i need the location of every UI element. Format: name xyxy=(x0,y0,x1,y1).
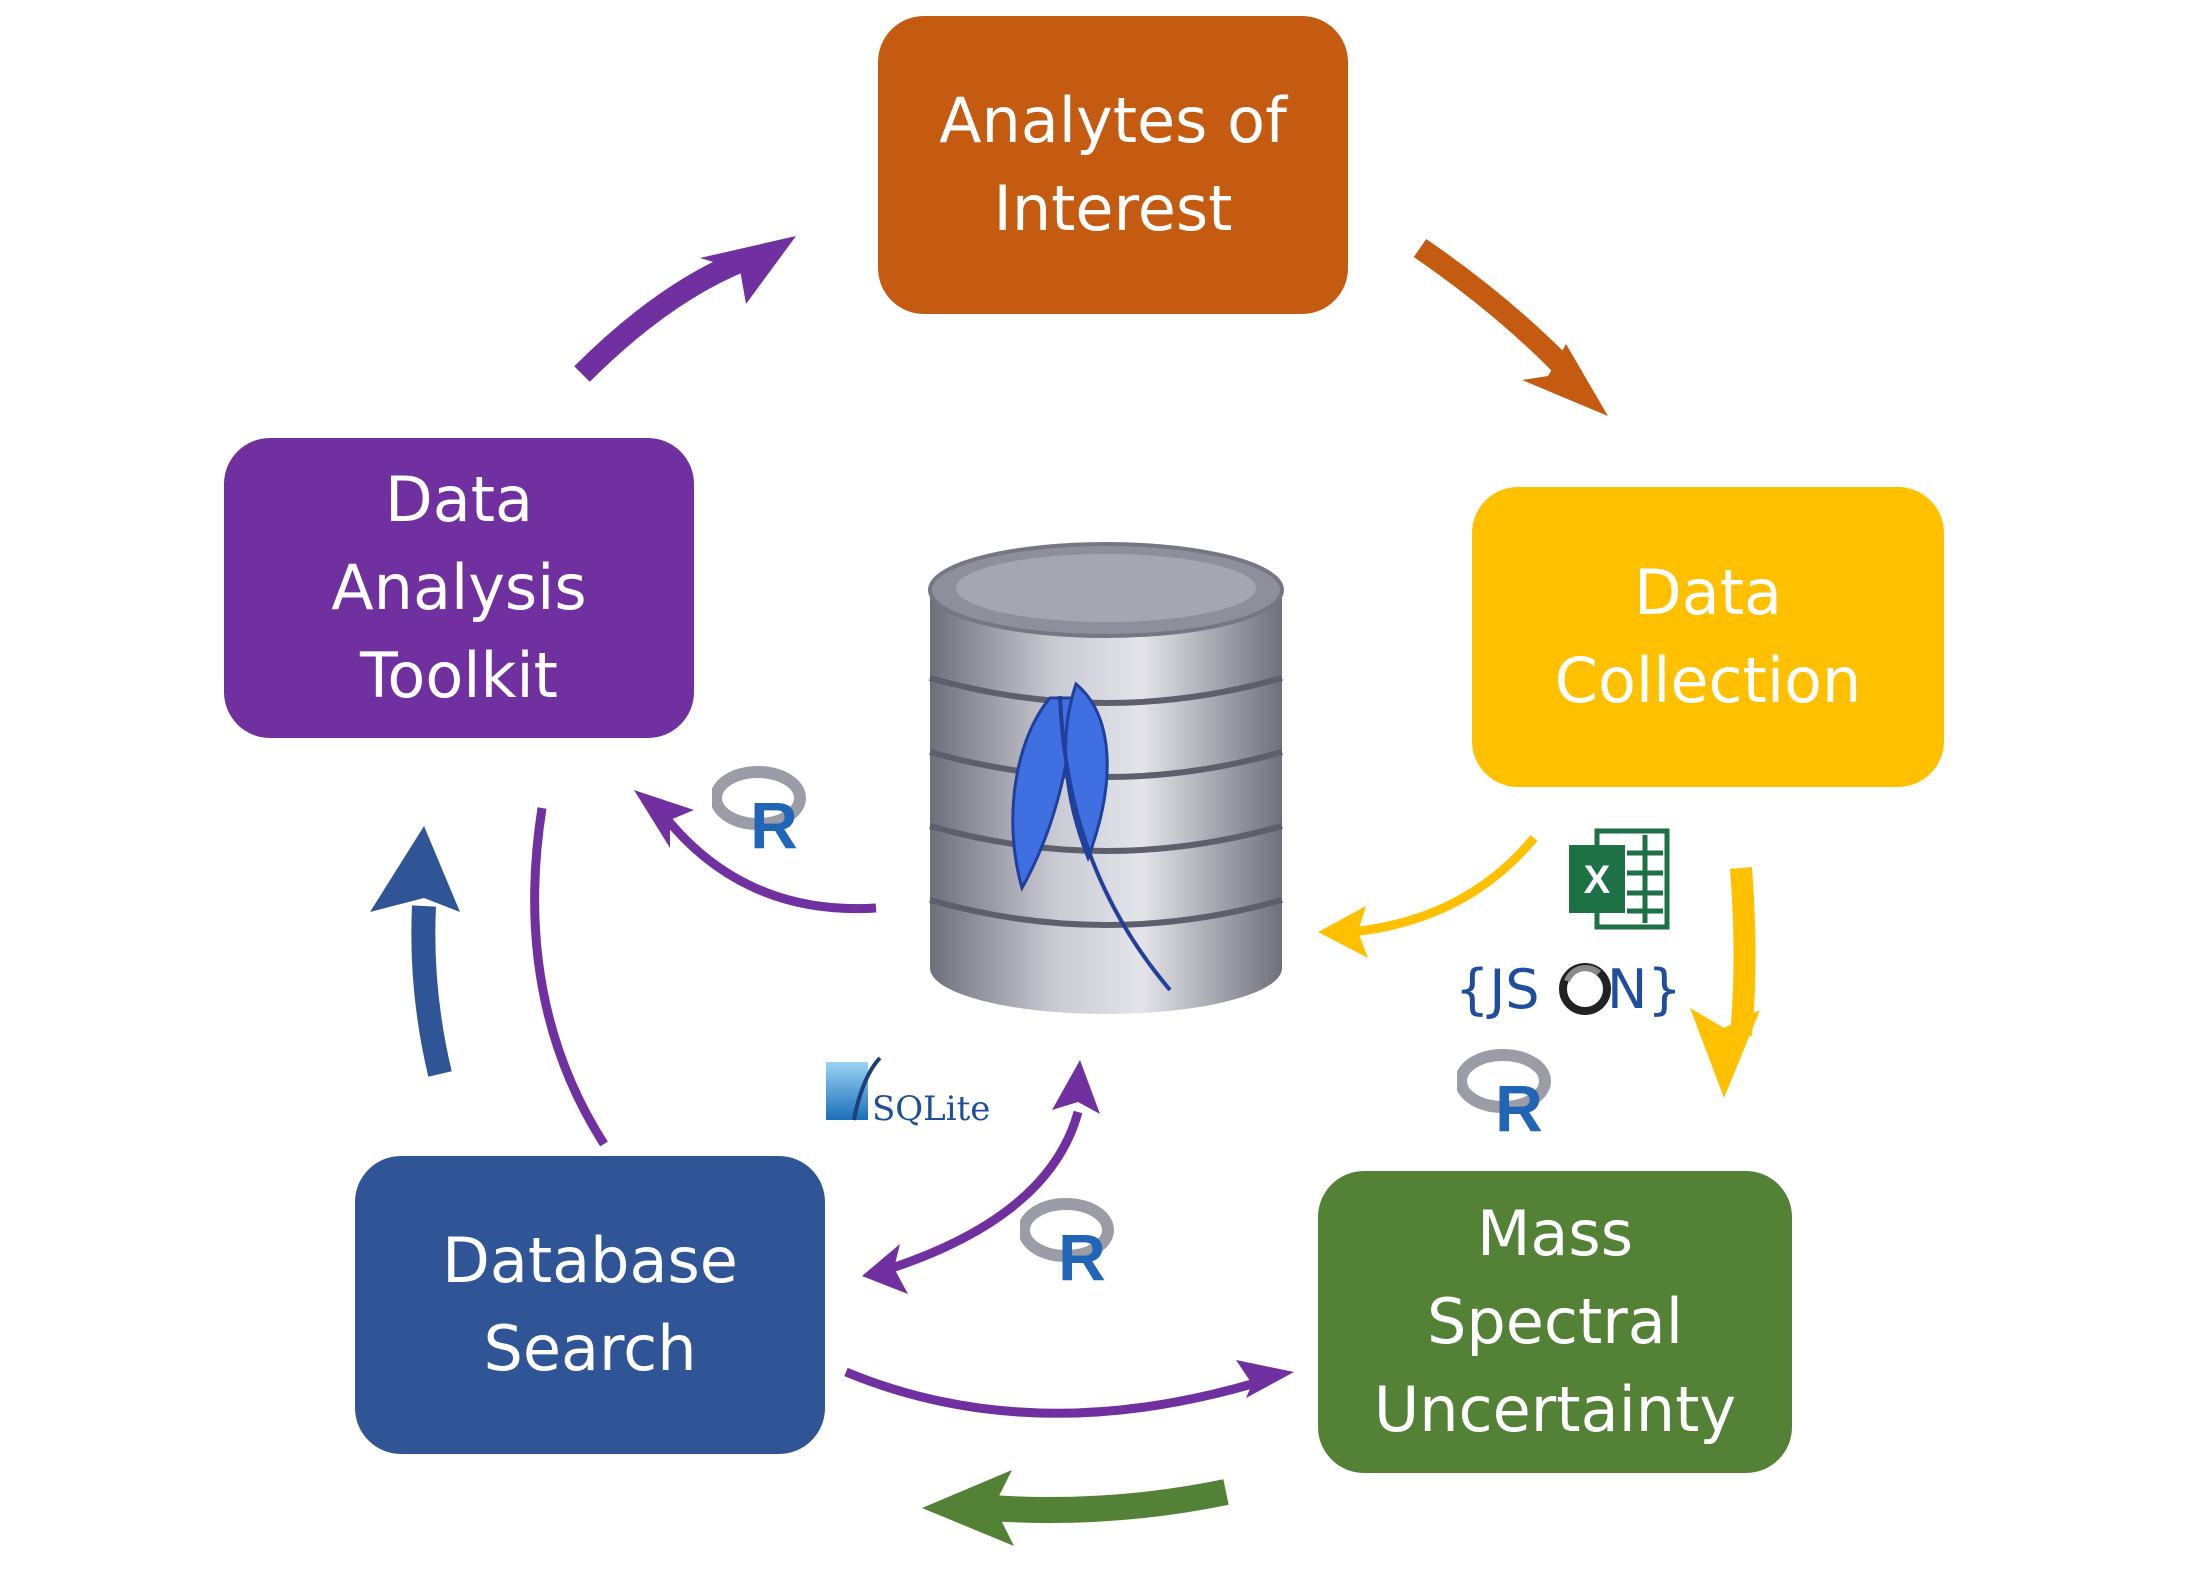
arrow-collection-to-mass-head xyxy=(1690,1008,1760,1098)
sqlite-icon: SQLite xyxy=(826,1056,990,1128)
node-mass-label: Mass Spectral Uncertainty xyxy=(1373,1197,1737,1446)
sqlite-feather-icon xyxy=(1011,681,1172,992)
arrow-analytes-to-collection-head xyxy=(1522,344,1608,416)
arrow-toolkit-to-analytes-head xyxy=(700,236,796,304)
arc-search-to-toolkit xyxy=(530,807,608,1147)
arrow-search-database-head-up xyxy=(1052,1060,1100,1114)
r-logo-letter: R xyxy=(1058,1220,1106,1286)
arrow-analytes-to-collection xyxy=(1413,238,1583,386)
node-toolkit-label: Data Analysis Toolkit xyxy=(331,463,587,712)
json-icon: {JS N} xyxy=(1455,958,1677,1021)
excel-icon: X xyxy=(1569,828,1670,930)
excel-icon-letter: X xyxy=(1584,858,1611,902)
sqlite-icon-text: SQLite xyxy=(872,1089,990,1128)
r-logo-letter: R xyxy=(1495,1071,1543,1137)
node-collection-label: Data Collection xyxy=(1554,556,1862,717)
arrow-collection-to-database-head xyxy=(1318,906,1368,958)
arrow-search-database xyxy=(890,1110,1083,1273)
arrow-search-to-mass xyxy=(844,1367,1254,1418)
arrow-search-to-toolkit xyxy=(411,905,452,1077)
database-cylinder-icon xyxy=(928,542,1284,1014)
arrow-mass-to-search-head xyxy=(922,1470,1014,1546)
arrow-collection-to-database xyxy=(1351,835,1538,937)
node-search-label: Database Search xyxy=(442,1224,738,1385)
node-data-analysis-toolkit: Data Analysis Toolkit xyxy=(224,438,694,738)
arrow-collection-to-mass xyxy=(1730,867,1756,1037)
json-icon-text-left: {JS xyxy=(1455,958,1540,1021)
node-data-collection: Data Collection xyxy=(1472,487,1944,787)
arrow-mass-to-search xyxy=(989,1479,1229,1523)
node-mass-spectral-uncertainty: Mass Spectral Uncertainty xyxy=(1318,1171,1792,1473)
arrow-search-to-toolkit-head xyxy=(370,826,460,912)
r-logo-icon: R xyxy=(712,766,806,854)
node-analytes-of-interest: Analytes of Interest xyxy=(878,16,1348,314)
arrow-search-to-mass-head xyxy=(1236,1360,1294,1398)
node-analytes-label: Analytes of Interest xyxy=(939,84,1287,245)
arrow-toolkit-to-analytes xyxy=(574,249,749,382)
arrow-search-database-head-left xyxy=(862,1244,908,1294)
r-logo-icon: R xyxy=(1457,1049,1551,1137)
arrow-database-to-toolkit xyxy=(662,815,877,914)
arrow-database-to-toolkit-head xyxy=(634,790,694,848)
json-icon-text-right: N} xyxy=(1607,958,1677,1021)
r-logo-letter: R xyxy=(750,788,798,854)
r-logo-icon: R xyxy=(1020,1198,1114,1286)
node-database-search: Database Search xyxy=(355,1156,825,1454)
